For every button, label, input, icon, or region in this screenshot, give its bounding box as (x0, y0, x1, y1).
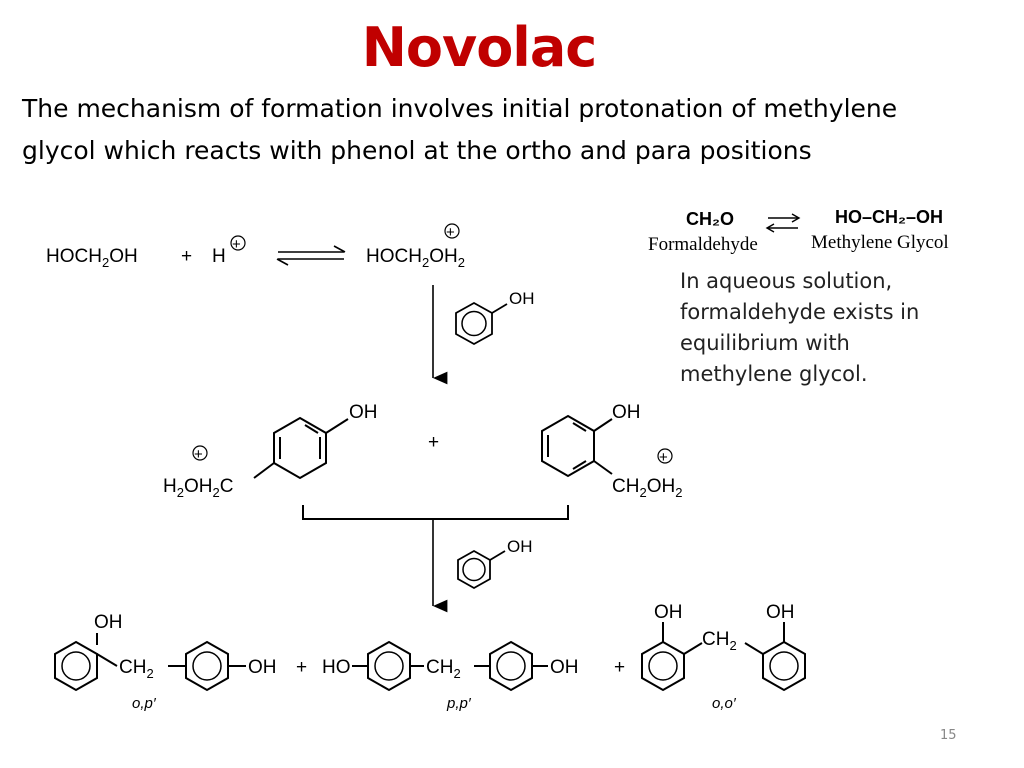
note-line-1: In aqueous solution, (680, 269, 893, 293)
svg-text:CH2: CH2 (426, 657, 461, 681)
plus-sign: + (614, 657, 625, 678)
equilibrium-note: In aqueous solution, formaldehyde exists… (680, 266, 990, 390)
svg-text:OH: OH (654, 602, 683, 623)
ch2o-formula: CH₂O (686, 209, 734, 229)
intro-line-2: glycol which reacts with phenol at the o… (22, 136, 812, 165)
plus-sign: + (296, 657, 307, 678)
glycol-name: Methylene Glycol (811, 232, 949, 253)
para-substituent: H2OH2C (163, 476, 233, 500)
svg-text:OH: OH (349, 402, 378, 423)
svg-text:OH: OH (766, 602, 795, 623)
note-line-3: equilibrium with (680, 331, 850, 355)
plus-sign: + (181, 246, 192, 267)
svg-text:OH: OH (550, 657, 579, 678)
slide-title: Novolac (361, 16, 598, 79)
plus-sign: + (428, 432, 439, 453)
product-oo: OH CH2 OH o,o′ (641, 602, 806, 712)
svg-text:CH2: CH2 (119, 657, 154, 681)
para-intermediate: OH H2OH2C + (163, 402, 378, 500)
positive-charge-icon (192, 445, 208, 461)
intro-line-1: The mechanism of formation involves init… (22, 94, 898, 123)
positive-charge-icon (657, 448, 673, 464)
merge-bracket (302, 505, 569, 520)
svg-text:OH: OH (94, 612, 123, 633)
svg-text:+: + (446, 224, 455, 241)
svg-text:OH: OH (248, 657, 277, 678)
svg-text:OH: OH (507, 537, 533, 556)
product-pp: HO CH2 OH p,p′ (322, 640, 579, 712)
proton: H (212, 246, 226, 267)
phenol-reagent-2: OH (457, 537, 533, 590)
intro-text: The mechanism of formation involves init… (22, 88, 1012, 172)
ortho-intermediate: OH CH2OH2 + (541, 402, 682, 500)
formaldehyde-name: Formaldehyde (648, 234, 758, 255)
label-op: o,p′ (132, 695, 157, 712)
formaldehyde-equilibrium: CH₂O Formaldehyde HO–CH₂–OH Methylene Gl… (648, 207, 949, 255)
svg-text:+: + (659, 449, 668, 466)
page-number: 15 (940, 728, 957, 743)
ortho-substituent: CH2OH2 (612, 476, 682, 500)
label-pp: p,p′ (446, 695, 472, 712)
product-op: OH CH2 OH o,p′ (54, 612, 277, 712)
equilibrium-arrow (276, 245, 346, 266)
svg-text:OH: OH (612, 402, 641, 423)
equilibrium-arrows (765, 213, 801, 233)
note-line-4: methylene glycol. (680, 362, 868, 386)
positive-charge-icon (444, 223, 460, 239)
svg-text:+: + (194, 446, 203, 463)
methylene-glycol: HOCH2OH (46, 246, 138, 270)
positive-charge-icon (230, 235, 246, 251)
svg-text:OH: OH (509, 289, 535, 308)
svg-text:+: + (232, 236, 241, 253)
svg-text:HO: HO (322, 657, 351, 678)
svg-text:CH2: CH2 (702, 629, 737, 653)
protonated-glycol: HOCH2OH2 (366, 246, 465, 270)
note-line-2: formaldehyde exists in (680, 300, 920, 324)
label-oo: o,o′ (712, 695, 737, 712)
phenol-reagent-1: OH (455, 289, 535, 346)
protonation-step: HOCH2OH + H + HOCH2OH2 + (46, 223, 465, 270)
glycol-formula: HO–CH₂–OH (835, 207, 943, 227)
